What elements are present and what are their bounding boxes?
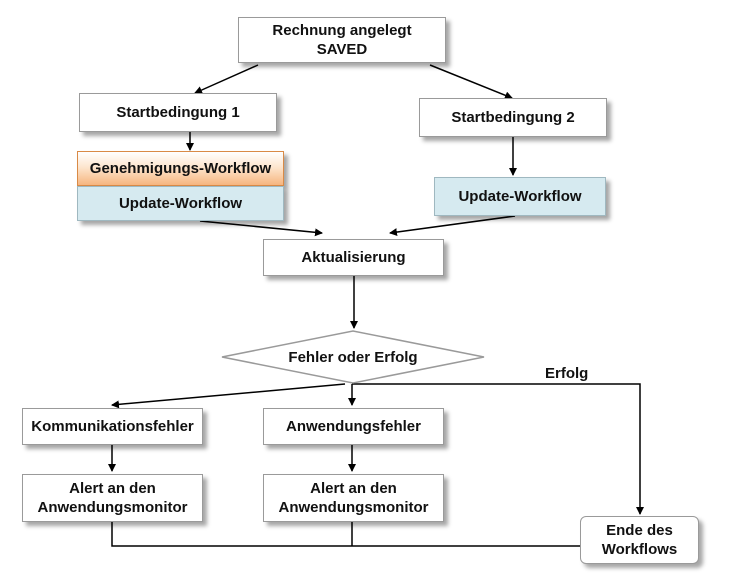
success-edge-label: Erfolg	[545, 365, 589, 382]
condition-2-node: Startbedingung 2	[419, 98, 607, 137]
arrow-start-to-condition1	[194, 64, 259, 94]
communication-error-node: Kommunikationsfehler	[22, 408, 203, 445]
approval-workflow-node: Genehmigungs-Workflow	[77, 151, 284, 186]
aktualisierung-node: Aktualisierung	[263, 239, 444, 276]
application-error-node: Anwendungsfehler	[263, 408, 444, 445]
arrow-update2-to-aktualisierung	[389, 215, 516, 237]
arrow-update1-to-aktualisierung	[199, 220, 323, 237]
update-workflow-2-node: Update-Workflow	[434, 177, 606, 216]
arrow-decision-to-communication-error	[111, 383, 346, 409]
arrow-decision-to-end	[352, 383, 644, 515]
decision-diamond	[221, 330, 485, 384]
alert-1-node: Alert an den Anwendungsmonitor	[22, 474, 203, 522]
update-workflow-1-node: Update-Workflow	[77, 186, 284, 221]
line-alerts-to-end	[111, 522, 580, 547]
alert-2-node: Alert an den Anwendungsmonitor	[263, 474, 444, 522]
start-node: Rechnung angelegt SAVED	[238, 17, 446, 63]
decision-label: Fehler oder Erfolg	[288, 348, 418, 366]
end-node: Ende des Workflows	[580, 516, 699, 564]
arrow-start-to-condition2	[429, 64, 513, 100]
condition-1-node: Startbedingung 1	[79, 93, 277, 132]
